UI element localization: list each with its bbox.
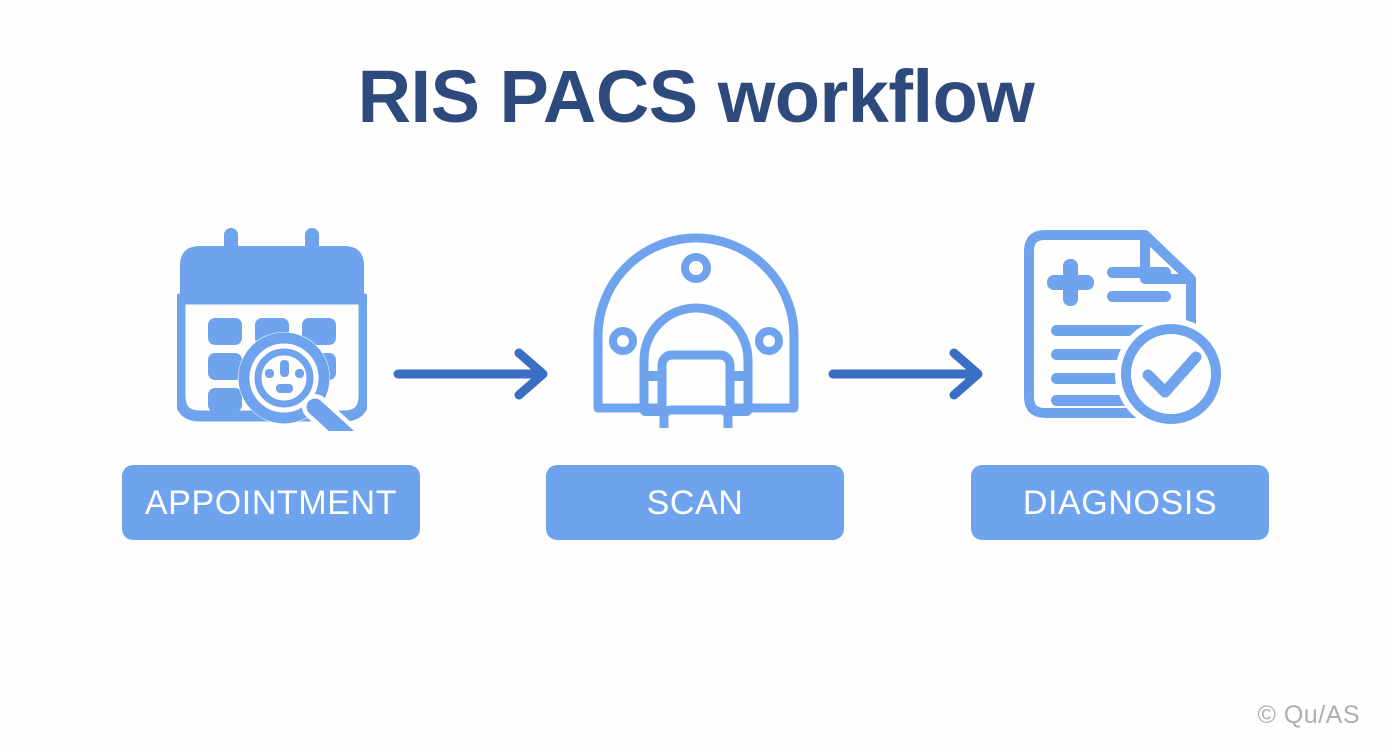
page-title: RIS PACS workflow [357,55,1035,138]
copyright-watermark: © Qu/AS [1257,701,1360,729]
stage-label-text: DIAGNOSIS [1022,483,1218,522]
workflow-stage-appointment[interactable]: APPOINTMENT [122,218,422,558]
stage-label-appointment[interactable]: APPOINTMENT [122,465,420,540]
workflow-stage-diagnosis[interactable]: DIAGNOSIS [971,218,1271,558]
stage-label-text: SCAN [646,483,744,522]
arrow-right-icon-2 [828,346,988,402]
medical-report-check-icon [971,218,1271,438]
stage-label-diagnosis[interactable]: DIAGNOSIS [971,465,1269,540]
stage-label-scan[interactable]: SCAN [546,465,844,540]
mri-scanner-icon [546,218,846,438]
workflow-stage-scan[interactable]: SCAN [546,218,846,558]
workflow-flow: APPOINTMENT [0,218,1392,558]
arrow-right-icon-1 [393,346,553,402]
stage-label-text: APPOINTMENT [144,483,398,522]
calendar-search-icon [122,218,422,438]
